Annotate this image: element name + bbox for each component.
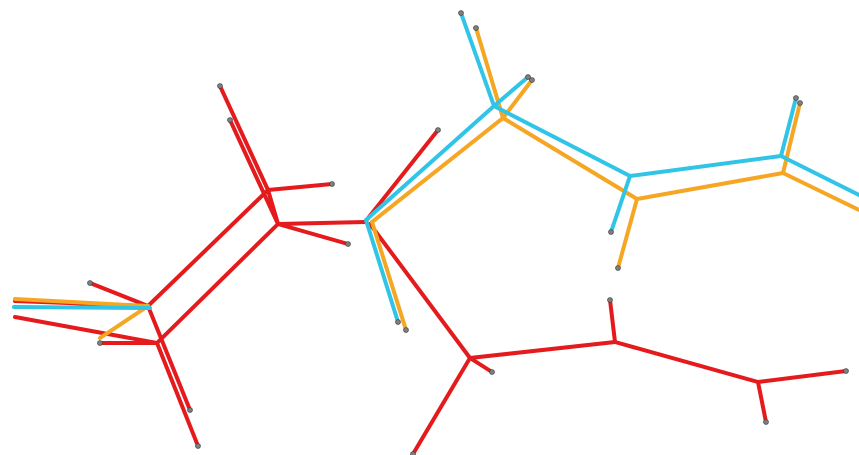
atom-marker[interactable]	[793, 95, 799, 101]
atom-marker[interactable]	[763, 419, 769, 425]
conformer-cyan-bond[interactable]	[779, 154, 859, 197]
conformer-orange-bond[interactable]	[474, 26, 505, 120]
conformer-red-b	[13, 118, 848, 455]
conformer-orange	[13, 26, 859, 340]
conformer-red-a-bond[interactable]	[146, 304, 192, 412]
conformer-cyan-bond[interactable]	[459, 11, 496, 108]
conformer-red-b-bond[interactable]	[756, 380, 768, 424]
conformer-red-a-bond[interactable]	[266, 182, 334, 192]
atom-marker[interactable]	[217, 83, 223, 89]
atom-marker[interactable]	[529, 77, 535, 83]
conformer-cyan-bond[interactable]	[492, 75, 530, 108]
atom-marker[interactable]	[395, 319, 401, 325]
atom-marker[interactable]	[345, 241, 351, 247]
conformer-red-b-bond[interactable]	[468, 356, 494, 374]
atom-marker[interactable]	[227, 117, 233, 123]
atom-marker[interactable]	[403, 327, 409, 333]
conformer-red-a-bond[interactable]	[88, 281, 150, 308]
conformer-red-b-bond[interactable]	[155, 222, 280, 345]
conformer-red-a-bond[interactable]	[146, 188, 270, 308]
atom-marker[interactable]	[473, 25, 479, 31]
atom-marker[interactable]	[843, 368, 849, 374]
conformer-red-b-bond[interactable]	[608, 298, 617, 344]
conformer-cyan-bond[interactable]	[779, 96, 798, 158]
conformer-red-a-bond[interactable]	[218, 84, 270, 192]
conformer-cyan-bond[interactable]	[12, 305, 152, 310]
conformer-red-a-bond[interactable]	[363, 128, 440, 224]
conformer-red-b-bond[interactable]	[13, 315, 159, 345]
conformer-orange-bond[interactable]	[13, 297, 150, 308]
atom-markers	[87, 10, 849, 455]
atom-marker[interactable]	[435, 127, 441, 133]
conformer-red-b-bond[interactable]	[411, 356, 472, 455]
conformer-cyan-bond[interactable]	[364, 104, 496, 222]
atom-marker[interactable]	[458, 10, 464, 16]
atom-marker[interactable]	[329, 181, 335, 187]
conformer-red-a-bond[interactable]	[276, 220, 367, 226]
conformer-orange-bond[interactable]	[370, 116, 505, 224]
conformer-cyan-bond[interactable]	[492, 104, 632, 178]
conformer-cyan-bond[interactable]	[364, 218, 400, 324]
conformer-orange-bond[interactable]	[635, 171, 785, 201]
atom-marker[interactable]	[797, 100, 803, 106]
atom-marker[interactable]	[410, 451, 416, 455]
conformer-orange-bond[interactable]	[98, 304, 150, 340]
conformer-red-b-bond[interactable]	[228, 118, 280, 226]
conformer-red-b-bond[interactable]	[155, 341, 200, 448]
conformer-red-b-bond[interactable]	[613, 340, 760, 384]
conformer-red-b-bond[interactable]	[756, 369, 848, 384]
atom-marker[interactable]	[195, 443, 201, 449]
conformer-orange-bond[interactable]	[616, 197, 639, 270]
conformer-orange-bond[interactable]	[501, 116, 639, 201]
conformer-red-b-bond[interactable]	[468, 340, 617, 360]
atom-marker[interactable]	[97, 340, 103, 346]
atom-marker[interactable]	[615, 265, 621, 271]
atom-marker[interactable]	[489, 369, 495, 375]
atom-marker[interactable]	[187, 407, 193, 413]
conformer-cyan-bond[interactable]	[609, 174, 632, 234]
atom-marker[interactable]	[607, 297, 613, 303]
conformer-cyan-bond[interactable]	[628, 154, 783, 178]
atom-marker[interactable]	[608, 229, 614, 235]
conformer-red-b-bond[interactable]	[276, 222, 350, 246]
conformer-orange-bond[interactable]	[781, 101, 802, 175]
conformer-orange-bond[interactable]	[370, 220, 408, 332]
conformer-red-b-bond[interactable]	[368, 222, 472, 360]
conformer-cyan	[12, 11, 859, 324]
conformer-orange-bond[interactable]	[781, 171, 859, 212]
atom-marker[interactable]	[87, 280, 93, 286]
atom-marker[interactable]	[525, 74, 531, 80]
